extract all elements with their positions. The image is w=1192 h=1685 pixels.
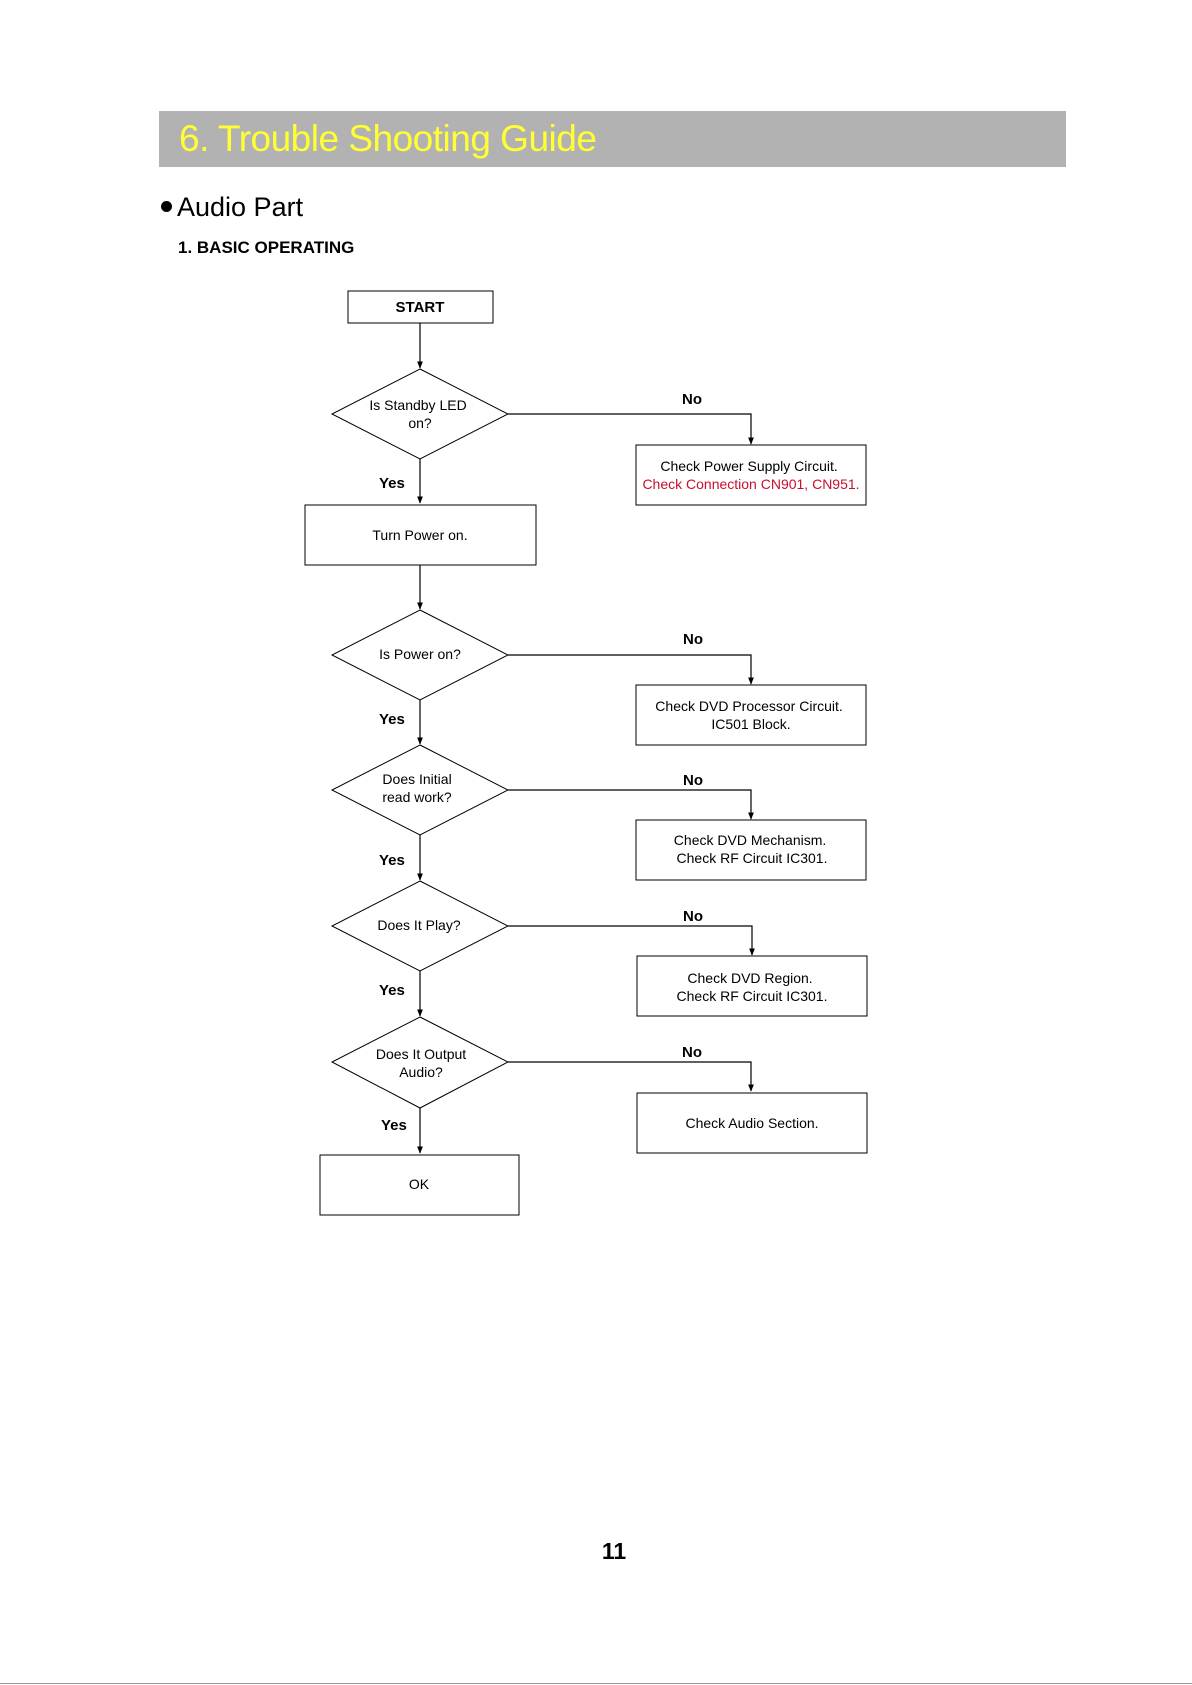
action-text: Check DVD Mechanism. Check RF Circuit IC…	[674, 832, 830, 866]
decision-initial-read: Does Initial read work?	[330, 744, 510, 836]
process-box	[304, 504, 537, 566]
action-line-1: Check DVD Processor Circuit.	[655, 698, 843, 714]
action-line-2: Check RF Circuit IC301.	[677, 988, 828, 1004]
flow-connectors	[417, 323, 755, 1154]
action-text: Check DVD Processor Circuit. IC501 Block…	[655, 698, 846, 732]
page-title: 6. Trouble Shooting Guide	[179, 118, 597, 159]
decision-diamond	[330, 880, 510, 972]
decision-diamond	[330, 368, 510, 460]
decision-does-it-play: Does It Play?	[330, 880, 510, 972]
decision-text: Is Power on?	[379, 646, 461, 662]
terminal-box	[319, 1154, 520, 1216]
no-label: No	[683, 631, 703, 648]
decision-line-2: read work?	[382, 789, 451, 805]
yes-label: Yes	[381, 1117, 407, 1134]
action-check-dvd-mechanism: Check DVD Mechanism. Check RF Circuit IC…	[635, 819, 867, 881]
yes-label: Yes	[379, 711, 405, 728]
process-turn-power-on: Turn Power on.	[304, 504, 537, 566]
action-box	[635, 684, 867, 746]
yes-label: Yes	[379, 475, 405, 492]
section-heading: Audio Part	[161, 190, 303, 224]
decision-line-1: Does It Output	[376, 1046, 466, 1062]
decision-is-power-on: Is Power on?	[330, 609, 510, 701]
no-label: No	[683, 908, 703, 925]
action-check-power-supply: Check Power Supply Circuit. Check Connec…	[635, 444, 867, 506]
decision-line-1: Does Initial	[382, 771, 451, 787]
decision-diamond	[330, 1016, 510, 1109]
start-node: START	[347, 290, 494, 324]
action-text: Check Power Supply Circuit. Check Connec…	[642, 458, 859, 492]
no-label: No	[682, 1044, 702, 1061]
decision-text: Does It Output Audio?	[376, 1046, 470, 1080]
start-label: START	[396, 299, 445, 316]
action-text: Check DVD Region. Check RF Circuit IC301…	[677, 970, 828, 1004]
no-label: No	[682, 391, 702, 408]
yes-labels: Yes Yes Yes Yes Yes	[379, 475, 407, 1134]
section-title: Audio Part	[177, 192, 304, 222]
action-check-dvd-processor: Check DVD Processor Circuit. IC501 Block…	[635, 684, 867, 746]
action-line-2-highlight: Check Connection CN901, CN951.	[642, 476, 859, 492]
bottom-rule	[0, 1683, 1192, 1684]
decision-text: Does Initial read work?	[382, 771, 455, 805]
yes-label: Yes	[379, 852, 405, 869]
action-label: Check Audio Section.	[685, 1115, 818, 1131]
action-line-1: Check DVD Region.	[687, 970, 812, 986]
decision-diamond	[330, 744, 510, 836]
decision-standby-led: Is Standby LED on?	[330, 368, 510, 460]
action-box	[635, 444, 867, 506]
subsection-title: 1. BASIC OPERATING	[178, 238, 355, 257]
decision-line-1: Is Standby LED	[369, 397, 466, 413]
terminal-ok: OK	[319, 1154, 520, 1216]
header-bar: 6. Trouble Shooting Guide	[159, 111, 1066, 167]
action-check-audio-section: Check Audio Section.	[636, 1092, 868, 1154]
terminal-label: OK	[409, 1176, 430, 1192]
no-label: No	[683, 772, 703, 789]
process-label: Turn Power on.	[372, 527, 467, 543]
arrow-initialread-no	[508, 789, 754, 820]
action-line-1: Check Power Supply Circuit.	[660, 458, 837, 474]
page-number: 11	[601, 1538, 627, 1564]
decision-line-2: Audio?	[399, 1064, 443, 1080]
arrow-play-no	[508, 925, 755, 956]
action-line-2: Check RF Circuit IC301.	[677, 850, 828, 866]
decision-text: Does It Play?	[377, 917, 460, 933]
action-line-2: IC501 Block.	[711, 716, 790, 732]
action-box	[635, 819, 867, 881]
no-labels: No No No No No	[682, 391, 703, 1061]
bullet-icon	[161, 201, 172, 213]
decision-line-2: on?	[408, 415, 432, 431]
action-box	[636, 1092, 868, 1154]
action-box	[636, 955, 868, 1017]
action-check-dvd-region: Check DVD Region. Check RF Circuit IC301…	[636, 955, 868, 1017]
arrow-poweron-no	[508, 654, 754, 685]
decision-output-audio: Does It Output Audio?	[330, 1016, 510, 1109]
action-line-1: Check DVD Mechanism.	[674, 832, 827, 848]
decision-diamond	[330, 609, 510, 701]
arrow-standby-no	[508, 413, 754, 445]
decision-text: Is Standby LED on?	[369, 397, 470, 431]
start-box	[347, 290, 494, 324]
arrow-output-no	[508, 1061, 754, 1092]
yes-label: Yes	[379, 982, 405, 999]
